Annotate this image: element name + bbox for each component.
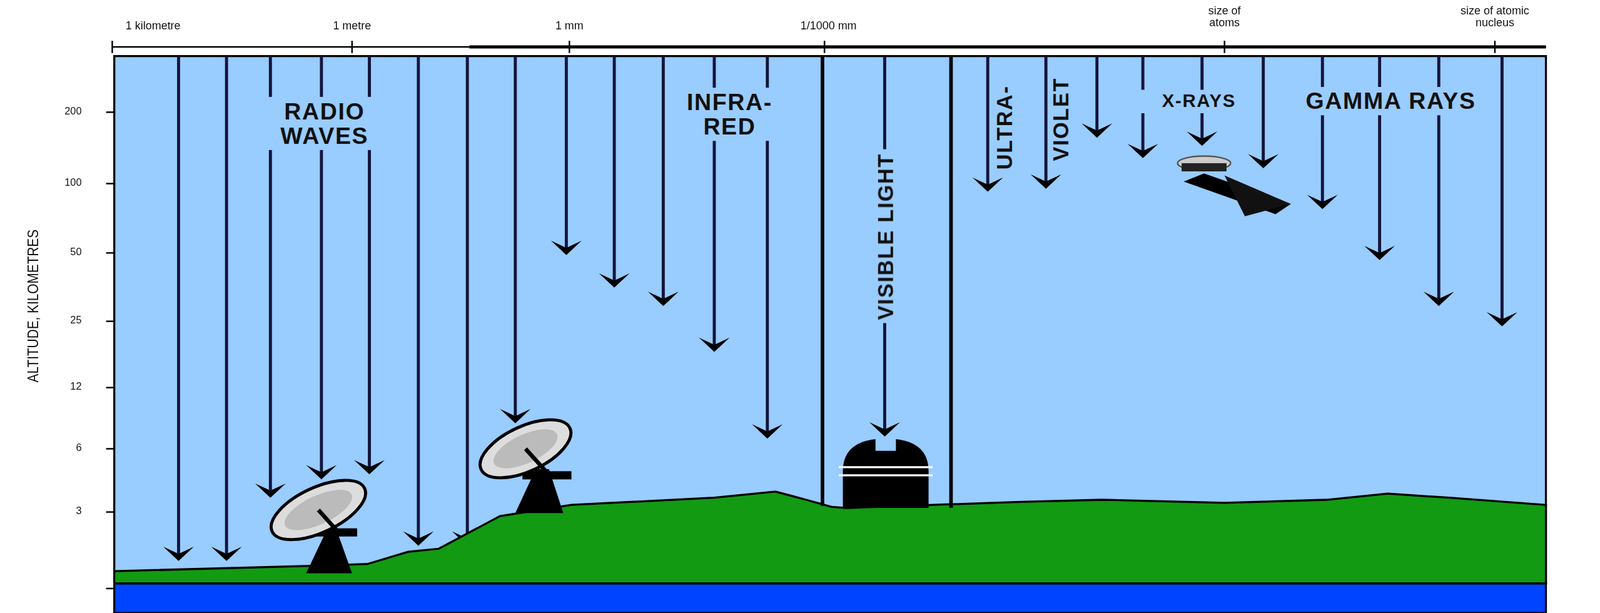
window-border [949, 56, 954, 508]
arrow-shaft [513, 56, 517, 420]
window-border [820, 56, 825, 507]
altitude-tick: 50 [40, 247, 82, 258]
arrow-head [354, 459, 385, 475]
scale-label: 1 mm [528, 20, 611, 33]
scale-axis [469, 45, 1546, 49]
axis-ticks [106, 111, 115, 588]
arrow-shaft [416, 56, 420, 542]
arrow-head [1486, 312, 1518, 327]
arrow-head [1307, 194, 1338, 209]
sea [114, 583, 1547, 613]
scale-ticks [111, 40, 1495, 54]
altitude-tick: 100 [40, 177, 82, 189]
band-label: RADIO WAVES [239, 96, 410, 151]
axis-title: ALTITUDE, KILOMETRES [24, 229, 41, 383]
arrow-head [402, 531, 434, 547]
band-label: INFRA- RED [670, 87, 789, 141]
arrow-head [698, 337, 730, 353]
arrow-shaft [465, 56, 470, 542]
arrow-shaft [225, 56, 229, 558]
altitude-tick: 6 [40, 442, 82, 454]
scale-axis [111, 46, 1546, 48]
arrow-head [255, 483, 286, 498]
arrow-head [751, 424, 783, 439]
arrow-head [972, 177, 1004, 193]
arrow-shaft [1095, 56, 1099, 134]
arrow-shaft [1261, 56, 1265, 165]
band-label: X-RAYS [1139, 89, 1258, 113]
arrow-head [305, 465, 337, 480]
arrow-head [1186, 131, 1218, 146]
scale-label: size of atoms [1192, 5, 1256, 29]
radio-dish [471, 407, 580, 513]
radio-dish [262, 467, 375, 573]
radiation-arrows [163, 56, 1518, 562]
band-label: GAMMA RAYS [1301, 86, 1481, 116]
altitude-tick: 3 [40, 506, 82, 517]
arrow-head [1423, 291, 1455, 306]
sky [114, 56, 1547, 584]
arrow-head [163, 546, 194, 562]
arrow-shaft [986, 56, 990, 188]
arrow-head [648, 291, 679, 306]
arrow-head [1127, 143, 1159, 159]
scale-label: 1/1000 mm [767, 20, 891, 33]
altitude-tick: 25 [40, 315, 82, 326]
arrow-shaft [661, 56, 665, 303]
scale-label: size of atomic nucleus [1443, 5, 1546, 29]
arrow-shaft [1500, 56, 1504, 323]
scale-label: 1 metre [300, 20, 403, 33]
arrow-shaft [564, 56, 568, 251]
scale-label: 1 kilometre [91, 20, 215, 33]
arrow-head [869, 422, 901, 437]
arrow-head [499, 409, 531, 424]
arrow-head [551, 240, 582, 256]
arrow-head [1247, 153, 1279, 169]
band-label: VISIBLE LIGHT [872, 150, 899, 323]
arrow-head [1081, 123, 1113, 138]
arrow-shaft [1044, 56, 1048, 185]
arrow-shaft [612, 56, 617, 284]
arrow-head [1030, 174, 1062, 189]
arrow-head [1364, 245, 1395, 261]
band-label: VIOLET [1047, 74, 1074, 164]
observatory-dome [838, 436, 933, 508]
arrow-head [599, 273, 630, 288]
arrow-head [211, 546, 243, 562]
altitude-tick: 12 [40, 381, 82, 393]
arrow-shaft [1321, 56, 1325, 206]
arrow-shaft [177, 56, 181, 558]
band-label: ULTRA- [992, 82, 1019, 173]
satellite [1177, 155, 1292, 216]
altitude-tick: 200 [40, 106, 82, 117]
